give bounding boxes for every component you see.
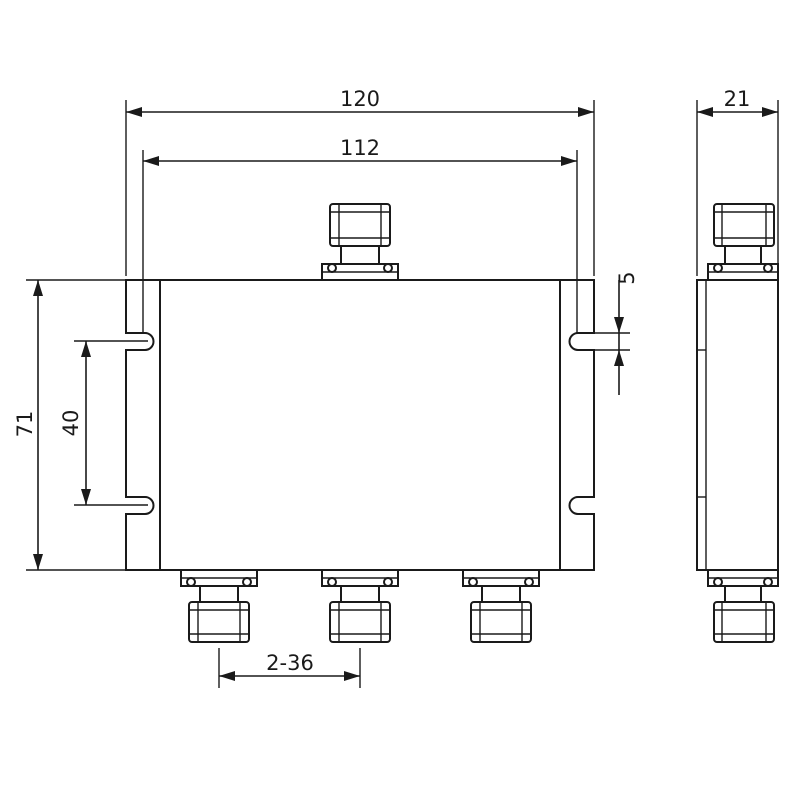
dimension-label-hole-spacing-width: 112 [340,136,380,160]
front-view: 120 112 71 40 [13,87,639,688]
output-connector-3 [462,570,540,643]
input-connector [321,203,399,280]
dimension-depth: 21 [696,87,779,276]
dimension-label-slot-width: 5 [615,271,639,284]
dimension-label-connector-pitch: 2-36 [266,651,314,675]
side-body [696,279,779,571]
side-view: 21 [696,87,779,643]
dimension-label-overall-width: 120 [340,87,380,111]
dimension-hole-spacing-height: 40 [59,340,148,506]
dimension-label-depth: 21 [724,87,751,111]
output-connector-1 [180,570,258,643]
side-input-connector [707,203,779,280]
side-output-connector [707,570,779,643]
dimension-hole-spacing-width: 112 [142,136,578,333]
dimension-label-hole-spacing-height: 40 [59,410,83,437]
dimension-connector-pitch: 2-36 [218,648,361,688]
dimension-height: 71 [13,279,126,571]
dimension-overall-width: 120 [125,87,595,276]
dimension-slot-width: 5 [580,271,639,395]
dimension-label-height: 71 [13,411,37,438]
output-connector-2 [321,570,399,643]
flange-plate-outline [125,279,595,571]
